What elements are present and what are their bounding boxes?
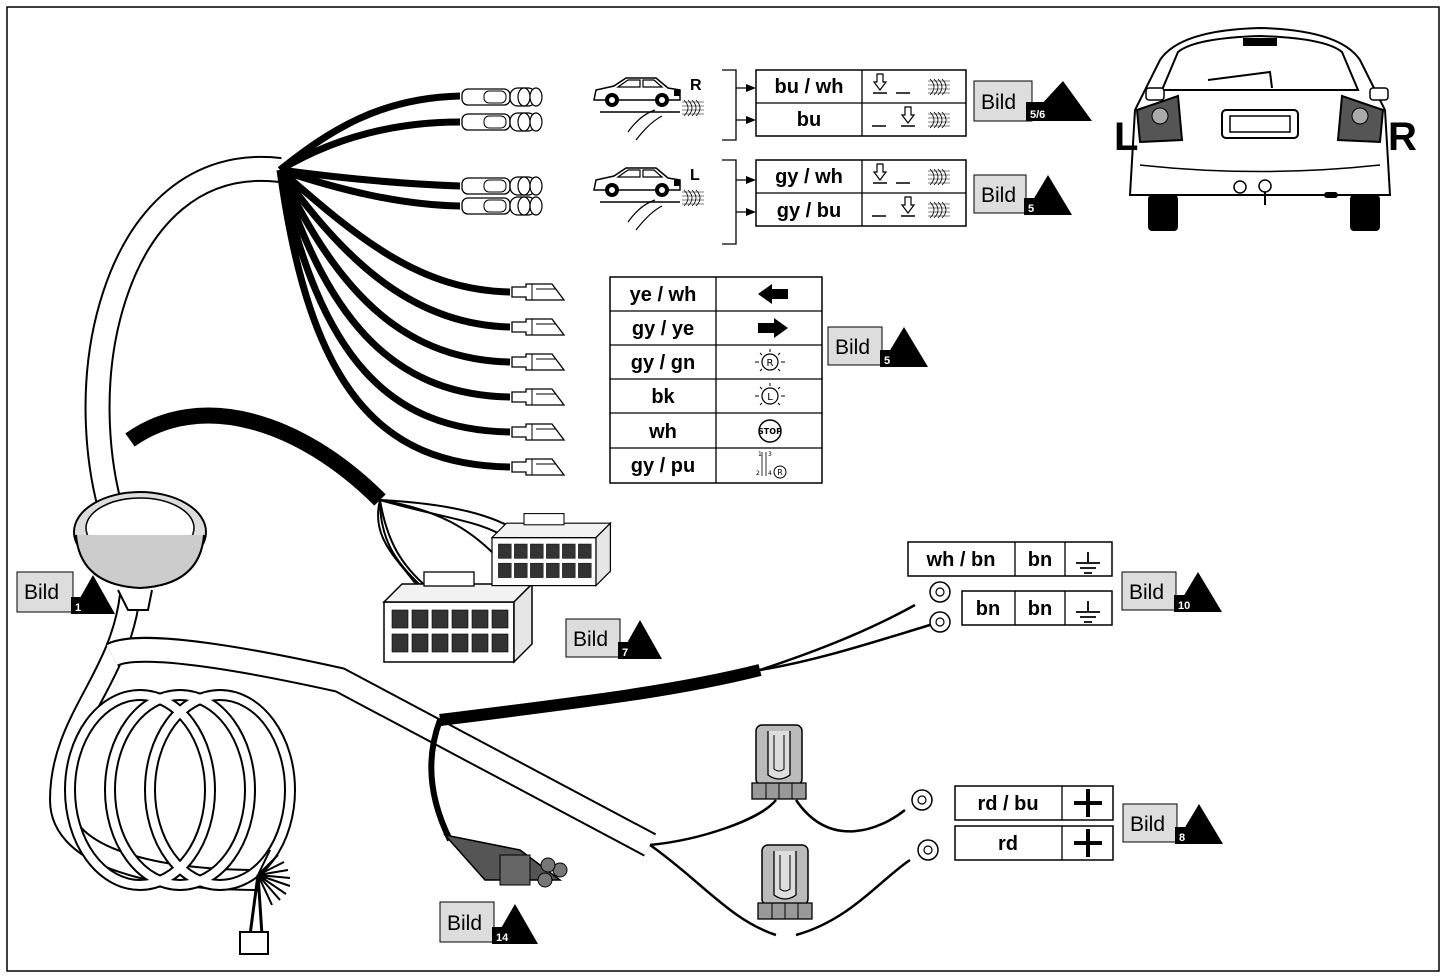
loose-wire-ends	[239, 849, 291, 955]
svg-text:L: L	[767, 392, 773, 403]
connector-12pin-upper	[491, 513, 612, 587]
ring-terminal-ground-2	[929, 611, 951, 633]
svg-text:4: 4	[768, 470, 772, 477]
bild-ref: 5	[884, 355, 890, 367]
relay-lower	[757, 844, 813, 920]
butt-connector-l1	[461, 176, 543, 196]
blade-terminal-1	[511, 283, 565, 301]
svg-text:3: 3	[768, 451, 772, 458]
ground-table: wh / bn bn bn bn	[907, 541, 1113, 626]
svg-text:R: R	[777, 468, 783, 477]
svg-text:1: 1	[758, 451, 762, 458]
blade-terminal-2	[511, 318, 565, 336]
bild-ref: 5	[1028, 203, 1034, 215]
bild-callout-5-signals: Bild 5	[827, 326, 928, 367]
ring-terminal-power-1	[911, 789, 933, 811]
bild-callout-5-6: Bild 5/6	[973, 80, 1092, 122]
svg-text:R: R	[767, 358, 774, 369]
signal-wire-2: gy / ye	[632, 318, 694, 340]
bild-ref: 7	[622, 647, 628, 659]
side-label-r: R	[690, 77, 702, 94]
blade-terminal-4	[511, 388, 565, 406]
car-side-icon-l	[593, 167, 681, 198]
stop-icon: STOP	[758, 419, 782, 443]
ring-terminal-power-2	[917, 839, 939, 861]
signal-wire-5: wh	[648, 421, 677, 443]
butt-connector-r2	[461, 112, 543, 132]
car-right-label: R	[1388, 115, 1417, 159]
power-wire-2: rd	[998, 833, 1018, 855]
rear-light-right-group: R bu / wh bu	[593, 69, 967, 141]
socket-4pin	[442, 833, 568, 888]
lamp-icon-r	[681, 99, 705, 117]
ring-terminal-ground-1	[929, 581, 951, 603]
power-table: rd / bu rd	[954, 785, 1114, 861]
bild-callout-7: Bild 7	[565, 618, 662, 659]
car-rear-view: L R	[1114, 26, 1417, 231]
svg-text:2: 2	[756, 470, 760, 477]
svg-text:STOP: STOP	[758, 427, 782, 436]
ground-branch	[428, 603, 931, 842]
wire-color-r1: bu / wh	[775, 76, 844, 98]
power-branch	[649, 799, 911, 937]
blade-terminal-6	[511, 458, 565, 476]
bild-callout-8: Bild 8	[1122, 803, 1223, 844]
blade-terminal-3	[511, 353, 565, 371]
bild-label: Bild	[1129, 581, 1164, 604]
signal-wire-3: gy / gn	[631, 352, 695, 374]
bild-label: Bild	[447, 912, 482, 935]
bild-callout-5-rear: Bild 5	[973, 174, 1072, 215]
rear-light-left-group: L gy / wh gy / bu	[593, 159, 967, 245]
bild-label: Bild	[24, 581, 59, 604]
signal-table: ye / wh gy / ye gy / gn bk wh gy / pu R …	[609, 276, 823, 484]
bild-ref: 5/6	[1030, 109, 1045, 121]
reverse-light-icon: R	[755, 349, 785, 372]
bild-ref: 8	[1179, 832, 1185, 844]
wire-color-l2: gy / bu	[777, 200, 841, 222]
butt-connector-l2	[461, 196, 543, 216]
ground-wire-2: bn	[976, 598, 1000, 620]
butt-connector-r1	[461, 87, 543, 107]
bild-callout-1: Bild 1	[16, 571, 115, 614]
left-arrow-icon	[758, 284, 788, 304]
bild-ref: 10	[1178, 600, 1190, 612]
bild-ref: 14	[496, 932, 509, 944]
ground-wire-2b: bn	[1028, 598, 1052, 620]
plus-icon	[1074, 829, 1102, 857]
frame-border	[6, 6, 1440, 972]
pliers-icon-r	[627, 109, 663, 141]
bild-callout-10: Bild 10	[1121, 571, 1222, 612]
side-label-l: L	[690, 167, 700, 184]
bild-label: Bild	[981, 184, 1016, 207]
signal-wire-1: ye / wh	[630, 284, 697, 306]
car-side-icon-r	[593, 77, 681, 108]
grommet	[73, 491, 207, 611]
bild-callout-14: Bild 14	[439, 901, 538, 944]
blade-terminal-5	[511, 423, 565, 441]
lamp-icon-l	[681, 189, 705, 207]
right-arrow-icon	[758, 318, 788, 338]
bild-label: Bild	[835, 336, 870, 359]
wire-color-r2: bu	[797, 109, 821, 131]
fog-light-icon: L	[755, 383, 785, 406]
bild-label: Bild	[1130, 813, 1165, 836]
car-left-label: L	[1114, 115, 1138, 159]
ground-wire-1: wh / bn	[926, 549, 996, 571]
wire-color-l1: gy / wh	[775, 166, 843, 188]
signal-wire-4: bk	[651, 386, 675, 408]
bild-label: Bild	[981, 91, 1016, 114]
bild-label: Bild	[573, 628, 608, 651]
plus-icon	[1074, 789, 1102, 817]
reverse-switch-icon: 1 3 2 4 R	[756, 451, 787, 479]
relay-upper	[751, 724, 807, 800]
fanout-wires	[276, 92, 511, 471]
power-wire-1: rd / bu	[977, 793, 1038, 815]
signal-wire-6: gy / pu	[631, 455, 695, 477]
ground-wire-1b: bn	[1028, 549, 1052, 571]
bild-ref: 1	[75, 602, 81, 614]
